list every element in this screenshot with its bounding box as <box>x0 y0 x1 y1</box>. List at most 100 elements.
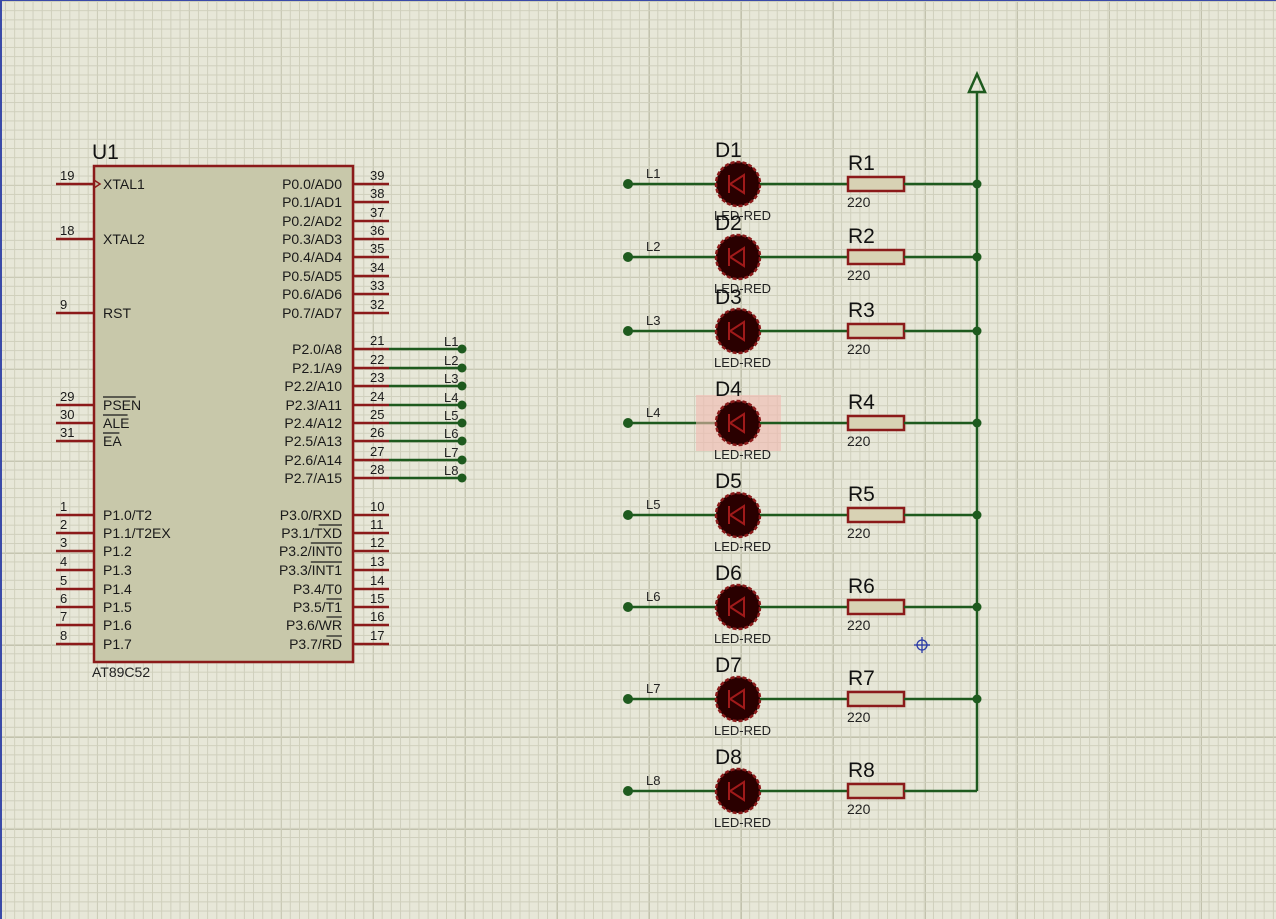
led-reference: D7 <box>715 654 742 677</box>
led-d1[interactable] <box>714 160 762 208</box>
crosshair-cursor-icon <box>914 637 930 653</box>
chip-pin-name: P2.7/A15 <box>284 470 342 486</box>
net-label: L4 <box>444 390 458 405</box>
chip-pin-name: P1.1/T2EX <box>103 525 171 541</box>
chip-pin-name: P2.6/A14 <box>284 452 342 468</box>
resistor-r1[interactable] <box>846 175 906 193</box>
led-d4[interactable] <box>714 399 762 447</box>
chip-pin-name: P0.3/AD3 <box>282 231 342 247</box>
net-label: L7 <box>646 681 660 696</box>
led-body-icon[interactable] <box>714 767 762 815</box>
net-junction-dot <box>457 344 467 354</box>
chip-pin-number: 28 <box>370 462 384 477</box>
chip-pin-name: P2.0/A8 <box>292 341 342 357</box>
led-body-icon[interactable] <box>714 307 762 355</box>
chip-body[interactable] <box>92 164 355 664</box>
diode-triangle-icon <box>728 688 745 710</box>
resistor-value: 220 <box>847 801 871 817</box>
chip-pin-name: P3.6/WR <box>286 617 342 633</box>
led-body-icon[interactable] <box>714 399 762 447</box>
resistor-r7[interactable] <box>846 690 906 708</box>
led-reference: D2 <box>715 212 742 235</box>
chip-pin-name: P2.2/A10 <box>284 378 342 394</box>
resistor-reference: R1 <box>848 152 875 175</box>
chip-pin-number: 34 <box>370 260 384 275</box>
net-terminal-dot[interactable] <box>623 418 633 428</box>
chip-pin-number: 16 <box>370 609 384 624</box>
chip-pin-name: XTAL1 <box>103 176 145 192</box>
chip-pin-number: 5 <box>60 573 67 588</box>
chip-pin-name: P2.1/A9 <box>292 360 342 376</box>
net-terminal-dot[interactable] <box>623 786 633 796</box>
resistor-r3[interactable] <box>846 322 906 340</box>
chip-pin-number: 36 <box>370 223 384 238</box>
diode-triangle-icon <box>728 320 745 342</box>
led-d6[interactable] <box>714 583 762 631</box>
led-body-icon[interactable] <box>714 675 762 723</box>
net-terminal-dot[interactable] <box>623 252 633 262</box>
net-terminal-dot[interactable] <box>623 510 633 520</box>
net-terminal-dot[interactable] <box>623 326 633 336</box>
resistor-r2[interactable] <box>846 248 906 266</box>
led-array: L1D1LED-REDR1220L2D2LED-REDR2220L3D3LED-… <box>623 139 982 830</box>
chip-pin-number: 9 <box>60 297 67 312</box>
chip-pin-name: P3.7/RD <box>289 636 342 652</box>
led-type-label: LED-RED <box>714 815 771 830</box>
led-d5[interactable] <box>714 491 762 539</box>
chip-reference: U1 <box>92 141 119 164</box>
resistor-r6[interactable] <box>846 598 906 616</box>
net-terminal-dot[interactable] <box>623 602 633 612</box>
chip-pin-number: 7 <box>60 609 67 624</box>
power-terminal[interactable] <box>967 70 987 791</box>
chip-pin-name: P2.5/A13 <box>284 433 342 449</box>
net-label: L1 <box>646 166 660 181</box>
led-body-icon[interactable] <box>714 233 762 281</box>
led-d2[interactable] <box>714 233 762 281</box>
net-terminal-dot[interactable] <box>623 694 633 704</box>
net-junction-dot <box>457 418 467 428</box>
net-label: L1 <box>444 334 458 349</box>
resistor-reference: R3 <box>848 299 875 322</box>
net-junction-dot <box>457 363 467 373</box>
chip-pin-name: P1.6 <box>103 617 132 633</box>
resistor-r4[interactable] <box>846 414 906 432</box>
chip-pin-number: 25 <box>370 407 384 422</box>
chip-pin-number: 24 <box>370 389 384 404</box>
led-d3[interactable] <box>714 307 762 355</box>
led-d7[interactable] <box>714 675 762 723</box>
chip-pin-name: P1.4 <box>103 581 132 597</box>
chip-pin-name: P3.0/RXD <box>280 507 342 523</box>
net-label: L8 <box>646 773 660 788</box>
net-terminal-dot[interactable] <box>623 179 633 189</box>
chip-pin-name: P3.3/INT1 <box>279 562 342 578</box>
led-type-label: LED-RED <box>714 281 771 296</box>
net-label: L2 <box>646 239 660 254</box>
chip-pin-number: 23 <box>370 370 384 385</box>
resistor-value: 220 <box>847 525 871 541</box>
net-junction-dot <box>457 473 467 483</box>
resistor-r5[interactable] <box>846 506 906 524</box>
chip-pin-number: 30 <box>60 407 74 422</box>
chip-left-pins: 19XTAL118XTAL29RST29PSEN30ALE31EA1P1.0/T… <box>56 168 171 652</box>
resistor-value: 220 <box>847 194 871 210</box>
chip-pin-number: 19 <box>60 168 74 183</box>
resistor-r8[interactable] <box>846 782 906 800</box>
led-body-icon[interactable] <box>714 491 762 539</box>
led-d8[interactable] <box>714 767 762 815</box>
chip-pin-name: PSEN <box>103 397 141 413</box>
led-body-icon[interactable] <box>714 160 762 208</box>
microcontroller-u1[interactable]: U1 AT89C52 19XTAL118XTAL29RST29PSEN30ALE… <box>56 141 467 680</box>
diode-triangle-icon <box>728 504 745 526</box>
chip-pin-number: 39 <box>370 168 384 183</box>
chip-pin-number: 1 <box>60 499 67 514</box>
led-body-icon[interactable] <box>714 583 762 631</box>
net-label: L7 <box>444 445 458 460</box>
power-arrow-icon[interactable] <box>967 70 987 94</box>
chip-pin-number: 13 <box>370 554 384 569</box>
